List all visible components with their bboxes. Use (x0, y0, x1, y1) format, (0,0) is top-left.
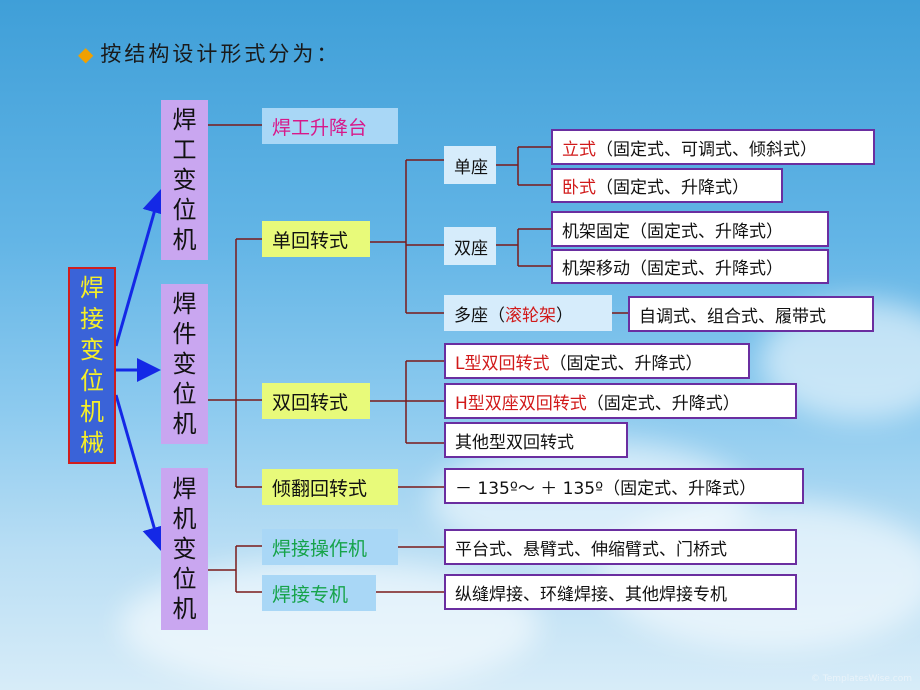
tree-lines (208, 124, 628, 593)
diamond-bullet-icon: ◆ (78, 42, 97, 66)
multi-seat-roller: 滚轮架 (505, 305, 556, 326)
multi-seat-prefix: 多座（ (454, 305, 505, 326)
category-machine-positioner: 焊 机 变 位 机 (161, 468, 208, 630)
node-multi-seat: 多座（滚轮架） (444, 295, 612, 331)
root-char: 接 (80, 304, 104, 333)
node-welding-operator: 焊接操作机 (262, 529, 398, 565)
leaf-vertical: 立式 （固定式、可调式、倾斜式） (551, 129, 875, 165)
title-text: 按结构设计形式分为： (100, 42, 341, 66)
leaf-special-types: 纵缝焊接、环缝焊接、其他焊接专机 (444, 574, 797, 610)
root-char: 焊 (80, 273, 104, 302)
root-char: 械 (80, 428, 104, 457)
category-char: 工 (172, 136, 197, 164)
leaf-h-type: H型双座双回转式（固定式、升降式） (444, 383, 797, 419)
node-welder-lift: 焊工升降台 (262, 108, 398, 144)
vertical-detail: （固定式、可调式、倾斜式） (596, 139, 817, 160)
node-single-seat: 单座 (444, 146, 496, 184)
leaf-other-double: 其他型双回转式 (444, 422, 628, 458)
node-double-rotary: 双回转式 (262, 383, 370, 419)
category-char: 件 (172, 320, 197, 348)
root-node-welding-positioner: 焊 接 变 位 机 械 (68, 267, 116, 464)
slide-title: ◆按结构设计形式分为： (78, 38, 340, 68)
leaf-l-type: L型双回转式（固定式、升降式） (444, 343, 750, 379)
category-char: 变 (172, 166, 197, 194)
vertical-label: 立式 (562, 139, 596, 160)
root-arrows (114, 189, 166, 551)
category-char: 焊 (172, 475, 197, 503)
leaf-frame-moving: 机架移动（固定式、升降式） (551, 249, 829, 284)
h-type-label: H型双座双回转式 (455, 393, 587, 414)
root-char: 机 (80, 397, 104, 426)
category-char: 机 (172, 226, 197, 254)
leaf-tilt-range: － 135º～ ＋ 135º（固定式、升降式） (444, 468, 804, 504)
horizontal-label: 卧式 (562, 178, 596, 198)
multi-seat-suffix: ） (556, 305, 573, 326)
category-char: 焊 (172, 106, 197, 134)
arrow-to-worker (114, 189, 166, 347)
node-welding-special: 焊接专机 (262, 575, 376, 611)
node-single-rotary: 单回转式 (262, 221, 370, 257)
leaf-horizontal: 卧式（固定式、升降式） (551, 168, 783, 203)
category-workpiece-positioner: 焊 件 变 位 机 (161, 284, 208, 444)
category-char: 位 (172, 565, 197, 593)
leaf-roller-types: 自调式、组合式、履带式 (628, 296, 874, 332)
category-char: 机 (172, 505, 197, 533)
h-type-detail: （固定式、升降式） (586, 393, 740, 414)
leaf-operator-types: 平台式、悬臂式、伸缩臂式、门桥式 (444, 529, 797, 565)
category-char: 机 (172, 595, 197, 623)
category-char: 变 (172, 535, 197, 563)
category-char: 变 (172, 350, 197, 378)
node-tilt-rotary: 倾翻回转式 (262, 469, 398, 505)
root-char: 变 (80, 335, 104, 364)
horizontal-detail: （固定式、升降式） (596, 178, 749, 198)
category-worker-positioner: 焊 工 变 位 机 (161, 100, 208, 260)
arrow-to-machine (114, 394, 166, 551)
category-char: 位 (172, 196, 197, 224)
node-double-seat: 双座 (444, 227, 496, 265)
l-type-label: L型双回转式 (455, 353, 550, 374)
category-char: 位 (172, 380, 197, 408)
category-char: 焊 (172, 290, 197, 318)
leaf-frame-fixed: 机架固定（固定式、升降式） (551, 211, 829, 247)
l-type-detail: （固定式、升降式） (549, 353, 703, 374)
category-char: 机 (172, 410, 197, 438)
root-char: 位 (80, 366, 104, 395)
watermark: © TemplatesWise.com (810, 674, 912, 684)
